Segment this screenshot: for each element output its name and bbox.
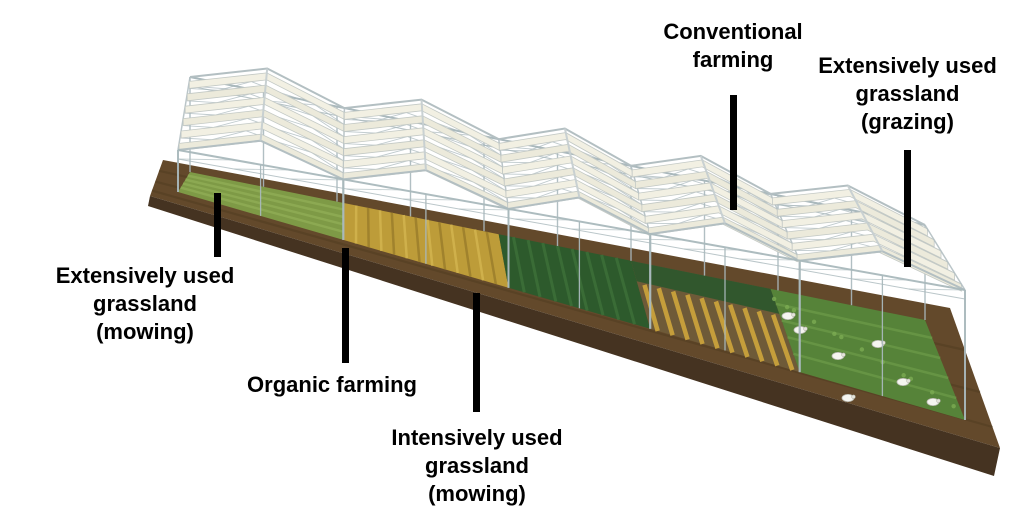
sheep	[781, 311, 796, 320]
plot-back-band	[631, 260, 780, 314]
plot-ground	[498, 234, 651, 329]
roof-structures	[177, 67, 966, 420]
sheep	[896, 377, 911, 386]
plot-zone-5	[770, 288, 965, 420]
pointer-organic-farming-line	[342, 248, 349, 363]
pointer-conventional-farming-line	[730, 95, 737, 210]
sheep-flock	[781, 311, 941, 406]
sheep	[831, 351, 846, 360]
label-organic-farming: Organic farming	[247, 372, 417, 397]
plot-zone-4	[631, 260, 800, 373]
pointer-grassland-mowing-left-line	[214, 193, 221, 257]
label-extensive-grassland-grazing: Extensively used grassland (grazing)	[818, 53, 997, 134]
label-extensive-grassland-mowing: Extensively used grassland (mowing)	[55, 263, 235, 344]
sheep	[841, 393, 856, 402]
label-intensive-grassland-mowing: Intensively used grassland (mowing)	[391, 425, 563, 506]
soil-front-face	[148, 196, 1000, 476]
sheep	[926, 397, 941, 406]
pointer-intensive-grassland-line	[473, 293, 480, 412]
pointer-grassland-grazing-line	[904, 150, 911, 267]
structure-zone-5	[769, 184, 966, 420]
label-conventional-farming: Conventional farming	[663, 19, 803, 72]
